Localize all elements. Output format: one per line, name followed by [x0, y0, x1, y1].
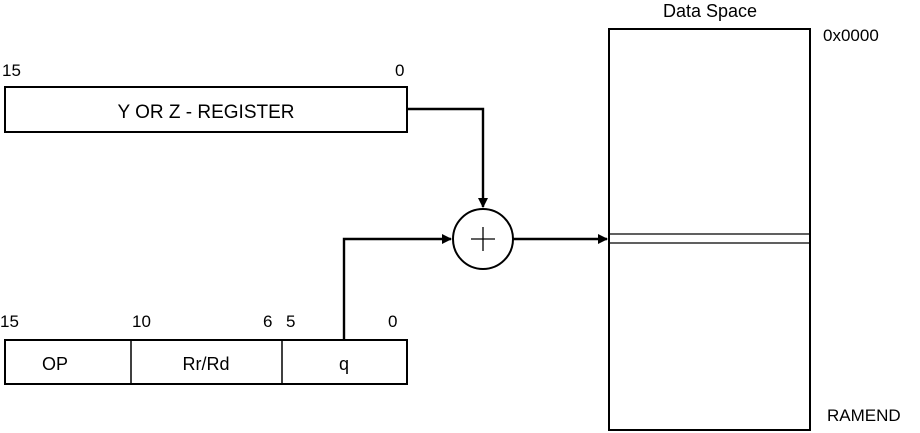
instruction-word-box — [4, 339, 408, 385]
instr-bit-15: 15 — [0, 312, 19, 331]
data-space-box — [608, 28, 811, 431]
data-space-top-address: 0x0000 — [823, 26, 879, 45]
q-to-adder-arrow — [342, 234, 452, 340]
register-to-adder-arrow — [407, 107, 488, 208]
register-label: Y OR Z - REGISTER — [117, 102, 294, 123]
field-op: OP — [42, 354, 68, 374]
data-space-group: Data Space 0x0000 RAMEND — [608, 1, 901, 431]
register-bit-15: 15 — [2, 61, 21, 80]
instr-bit-10: 10 — [132, 312, 151, 331]
data-space-title: Data Space — [663, 1, 757, 21]
register-bit-0: 0 — [395, 61, 404, 80]
data-space-bottom-address: RAMEND — [827, 406, 901, 425]
instr-bit-5: 5 — [286, 312, 295, 331]
field-rr-rd: Rr/Rd — [182, 354, 229, 374]
instr-bit-0: 0 — [388, 312, 397, 331]
instr-bit-6: 6 — [263, 312, 272, 331]
register-group: 15 0 Y OR Z - REGISTER — [2, 61, 408, 133]
connectors — [342, 107, 608, 340]
field-q: q — [339, 354, 349, 374]
adder-group: + — [452, 208, 514, 270]
instruction-word-group: 15 10 6 5 0 OP Rr/Rd q — [0, 312, 408, 385]
